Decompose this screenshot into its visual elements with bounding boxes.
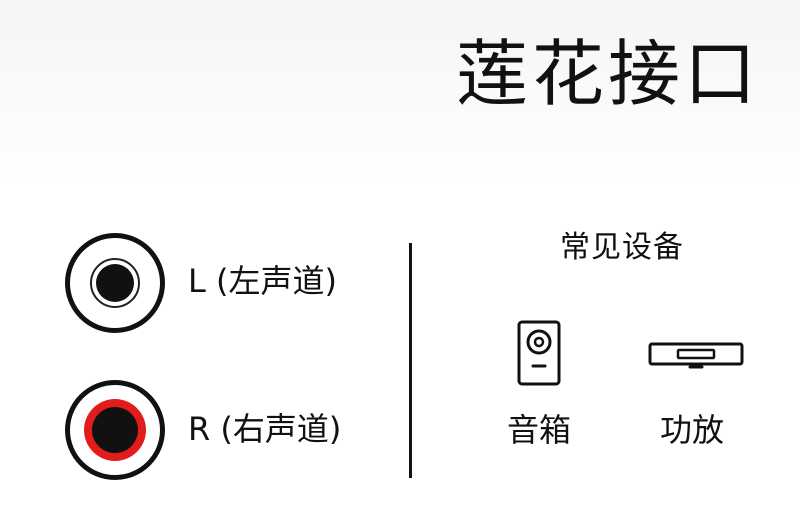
right-channel-label: R (右声道) <box>188 410 342 448</box>
vertical-divider <box>409 243 412 478</box>
amplifier-icon <box>648 340 744 370</box>
speaker-label: 音箱 <box>507 411 572 449</box>
left-channel-jack-icon <box>65 233 165 333</box>
devices-heading: 常见设备 <box>560 230 684 265</box>
amplifier-label: 功放 <box>660 411 725 449</box>
header-background <box>0 0 800 190</box>
right-jack-hole <box>92 407 138 453</box>
speaker-icon <box>517 320 561 386</box>
right-channel-jack-icon <box>65 380 165 480</box>
left-channel-label: L (左声道) <box>188 262 337 300</box>
left-jack-hole <box>96 264 134 302</box>
page-title: 莲花接口 <box>455 32 760 116</box>
